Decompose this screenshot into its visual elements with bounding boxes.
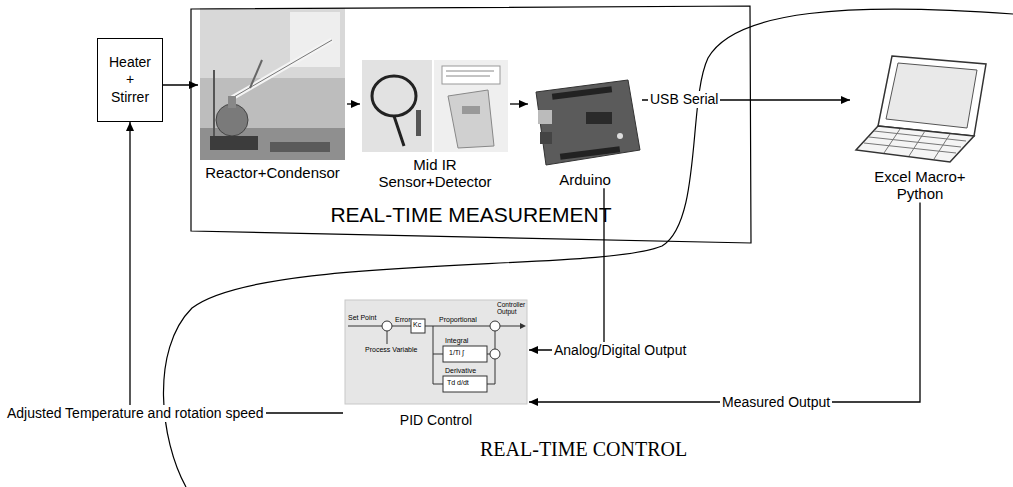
arrowhead	[126, 122, 134, 131]
drawing-part	[425, 326, 490, 327]
region-title: REAL-TIME CONTROL	[480, 438, 687, 461]
drawing-part	[586, 112, 612, 124]
block-label: Error	[395, 316, 411, 324]
drawing-part	[520, 323, 526, 329]
drawing-part	[213, 70, 215, 140]
computer-node: Excel Macro+ Python	[850, 52, 990, 203]
arrowhead	[841, 96, 850, 104]
block-label: Set Point	[348, 314, 376, 322]
drawing-part	[500, 326, 522, 327]
drawing-part	[270, 142, 330, 152]
laptop-drawing	[856, 56, 986, 162]
block-label: Integral	[445, 337, 468, 345]
drawing-part	[446, 76, 490, 77]
drawing-part	[228, 96, 236, 108]
drawing-part	[462, 106, 480, 114]
arrowhead	[529, 346, 538, 354]
region-title: REAL-TIME MEASUREMENT	[190, 203, 752, 227]
drawing-part	[362, 60, 432, 152]
drawing-part	[392, 326, 411, 327]
block-label: Proportional	[439, 316, 477, 324]
drawing-part	[434, 60, 508, 152]
drawing-part	[433, 384, 443, 385]
caption-text: Mid IR Sensor+Detector	[360, 156, 510, 191]
drawing-part	[411, 319, 425, 333]
drawing-part	[617, 133, 623, 139]
measurement-region: REAL-TIME MEASUREMENT Reactor+Condensor Mi…	[190, 5, 752, 245]
connector-line	[529, 203, 920, 403]
drawing-part	[348, 326, 382, 327]
block-label: Controller Output	[497, 301, 527, 316]
drawing-part	[552, 86, 612, 99]
drawing-part	[433, 354, 443, 355]
drawing-part	[443, 376, 487, 392]
signal-label: USB Serial	[648, 91, 720, 108]
drawing-part	[934, 134, 950, 159]
caption-text: Excel Macro+ Python	[850, 168, 990, 203]
drawing-part	[536, 80, 640, 165]
pid-picture	[345, 300, 527, 404]
caption-text: PID Control	[343, 412, 529, 428]
process-box: Heater + Stirrer	[97, 38, 163, 122]
drawing-part	[232, 40, 332, 98]
drawing-part	[387, 331, 388, 344]
drawing-part	[446, 71, 494, 72]
drawing-part	[864, 143, 956, 153]
sensor-node: Mid IR Sensor+Detector	[360, 60, 510, 191]
drawing-part	[232, 40, 332, 98]
box-text: Heater + Stirrer	[105, 54, 155, 107]
block-label: Kc	[413, 321, 421, 329]
drawing-part	[416, 110, 421, 136]
drawing-part	[250, 60, 262, 88]
block-label: Process Variable	[365, 346, 417, 354]
drawing-part	[538, 110, 552, 124]
drawing-part	[878, 56, 986, 136]
arrowhead	[351, 100, 360, 108]
drawing-part	[490, 321, 500, 331]
drawing-part	[372, 76, 416, 116]
pid-node: PID Control	[343, 300, 529, 428]
signal-label: Adjusted Temperature and rotation speed	[5, 405, 266, 422]
signal-label: Analog/Digital Output	[552, 342, 688, 359]
drawing-part	[216, 104, 248, 136]
drawing-part	[886, 63, 977, 128]
drawing-part	[200, 8, 345, 160]
drawing-part	[487, 359, 495, 384]
caption-text: Reactor+Condensor	[198, 164, 347, 181]
signal-label: Measured Output	[720, 394, 832, 411]
drawing-part	[540, 132, 552, 144]
connector-line	[642, 99, 850, 100]
arrowhead	[189, 81, 198, 89]
drawing-part	[856, 126, 974, 162]
drawing-part	[442, 66, 500, 84]
drawing-part	[909, 131, 925, 156]
drawing-part	[495, 331, 496, 349]
drawing-part	[443, 346, 487, 362]
arduino-photo	[536, 80, 640, 165]
sensor-photo	[362, 60, 508, 152]
caption-text: Arduino	[528, 171, 642, 188]
block-label: 1/Ti ∫	[449, 349, 464, 357]
drawing-part	[448, 90, 494, 148]
arduino-node: Arduino	[528, 75, 642, 188]
block-label: Td d/dt	[447, 379, 469, 387]
drawing-part	[884, 129, 900, 153]
reactor-photo	[200, 8, 345, 160]
region-border	[191, 6, 751, 243]
drawing-part	[345, 300, 527, 404]
drawing-part	[210, 136, 258, 150]
drawing-part	[382, 321, 392, 331]
drawing-part	[560, 146, 620, 159]
drawing-part	[490, 349, 500, 359]
reactor-node: Reactor+Condensor	[198, 8, 347, 181]
drawing-part	[394, 116, 404, 146]
drawing-part	[433, 326, 434, 384]
arrowhead	[519, 100, 528, 108]
block-label: Derivative	[445, 367, 476, 375]
arrowhead	[529, 398, 538, 406]
